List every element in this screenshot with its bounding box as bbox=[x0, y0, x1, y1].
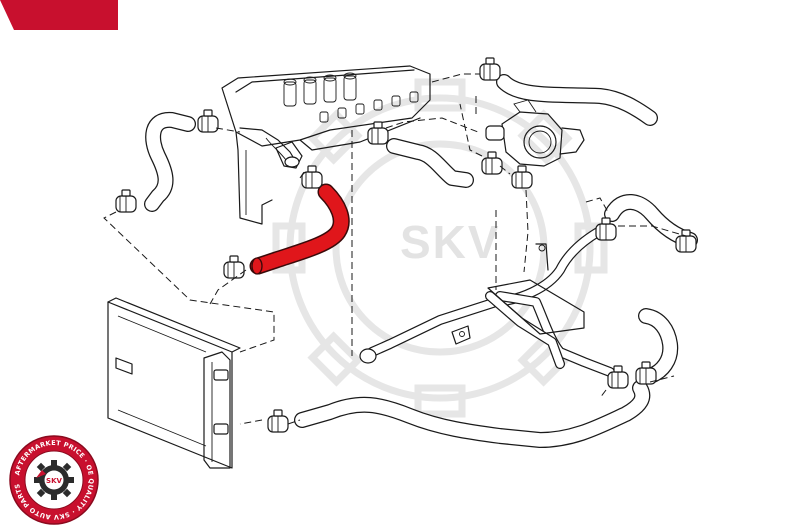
brand-tab-shape bbox=[0, 0, 118, 30]
brand-tab bbox=[0, 0, 118, 30]
highlighted-hose bbox=[249, 183, 350, 275]
hose-clamp bbox=[267, 409, 289, 433]
hose-clamp bbox=[223, 255, 245, 279]
hose-clamp bbox=[511, 165, 533, 189]
skv-seal-logo: AFTERMARKET PRICE · OE QUALITY · SKV AUT… bbox=[9, 435, 99, 525]
hose-clamp bbox=[595, 217, 617, 241]
radiator bbox=[107, 297, 241, 469]
engine-block bbox=[221, 65, 431, 225]
hose-clamp bbox=[115, 189, 137, 213]
leader-lines bbox=[103, 73, 687, 425]
hose-clamp bbox=[635, 361, 657, 385]
hose-heater-right bbox=[604, 194, 698, 384]
hose-clamp bbox=[481, 151, 503, 175]
hose-heater-upper bbox=[496, 74, 658, 126]
hose-clamp bbox=[607, 365, 629, 389]
svg-text:SKV: SKV bbox=[46, 477, 62, 485]
hose-lower bbox=[294, 380, 651, 448]
throttle-body bbox=[485, 99, 585, 167]
gear-icon bbox=[34, 460, 74, 500]
hose-upper-left bbox=[144, 112, 196, 212]
thermostat-housing bbox=[275, 141, 303, 169]
hose-clamp bbox=[301, 165, 323, 189]
watermark-text: SKV bbox=[400, 216, 501, 268]
hose-clamp bbox=[367, 121, 389, 145]
metal-pipe-assembly bbox=[359, 223, 615, 377]
hose-clamp bbox=[197, 109, 219, 133]
hose-clamps bbox=[115, 57, 697, 433]
hose-clamp bbox=[675, 229, 697, 253]
hose-throttle bbox=[386, 138, 474, 188]
brand-logo-text[interactable]: SKV.PL bbox=[728, 4, 784, 21]
hose-clamp bbox=[479, 57, 501, 81]
